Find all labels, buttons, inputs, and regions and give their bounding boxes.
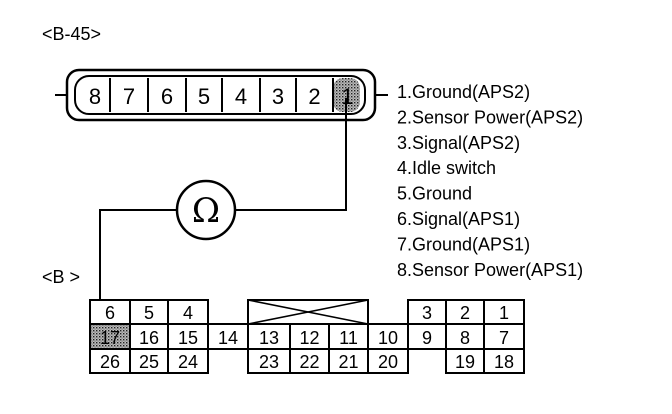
- connector-b-pin-1: 1: [499, 303, 509, 323]
- connector-b-cell-22: [289, 348, 330, 374]
- connector-b-pin-7: 7: [499, 328, 509, 348]
- connector-b-blank-block: [247, 299, 369, 325]
- connector-b-pin-17: 17: [100, 328, 120, 348]
- connector-b-pin-5: 5: [144, 303, 154, 323]
- legend-item: 7.Ground(APS1): [397, 234, 530, 254]
- meter-wiring: Ω: [99, 98, 347, 326]
- connector-b45-pin-4: 4: [235, 84, 247, 109]
- connector-b-cell-14: [207, 323, 249, 350]
- connector-b45-pin-5: 5: [198, 84, 210, 109]
- connector-b-cell-26: [89, 348, 131, 374]
- connector-b-cell-6: [89, 299, 131, 325]
- connector-b-pin-23: 23: [259, 352, 279, 372]
- legend-item: 5.Ground: [397, 184, 472, 204]
- connector-b-cell-15: [167, 323, 209, 350]
- connector-b-pin-22: 22: [299, 352, 319, 372]
- connector-b-pin-14: 14: [218, 328, 238, 348]
- connector-b45-pin-highlight: [333, 78, 360, 112]
- connector-b45-pin-7: 7: [123, 84, 135, 109]
- connector-b-pin-3: 3: [422, 303, 432, 323]
- connector-b45-pin-3: 3: [272, 84, 284, 109]
- connector-b-pin-11: 11: [339, 328, 358, 348]
- pin-legend: 1.Ground(APS2) 2.Sensor Power(APS2) 3.Sign…: [397, 82, 583, 280]
- ohm-symbol: Ω: [192, 191, 220, 231]
- connector-b-pin-19: 19: [455, 352, 475, 372]
- connector-b-pin-26: 26: [100, 352, 120, 372]
- connector-b-pin-12: 12: [299, 328, 319, 348]
- connector-b-cell-25: [129, 348, 169, 374]
- connector-b-cell-18: [483, 348, 525, 374]
- connector-b-cell-24: [167, 348, 209, 374]
- legend-item: 6.Signal(APS1): [397, 209, 520, 229]
- connector-b-label: <B >: [42, 267, 80, 287]
- connector-b45-label: <B-45>: [42, 24, 101, 44]
- legend-item: 2.Sensor Power(APS2): [397, 107, 583, 127]
- connector-b45-pin-6: 6: [161, 84, 173, 109]
- connector-b-pin-24: 24: [178, 352, 198, 372]
- ohmmeter-icon: [175, 179, 237, 241]
- connector-b-pin-15: 15: [178, 328, 198, 348]
- connector-b-pin-10: 10: [378, 328, 398, 348]
- connector-b-cell-20: [367, 348, 409, 374]
- connector-b-pin-16: 16: [139, 328, 159, 348]
- connector-b45-pin-2: 2: [308, 84, 320, 109]
- connector-b-pin-8: 8: [460, 328, 470, 348]
- connector-b-cell-10: [367, 323, 409, 350]
- connector-b-pin-20: 20: [378, 352, 398, 372]
- connector-b45-pin-1: 1: [341, 84, 353, 109]
- connector-b-pin-13: 13: [259, 328, 279, 348]
- connector-b-cell-19: [445, 348, 485, 374]
- connector-b-cell-4: [167, 299, 209, 325]
- connector-b-cell-17: [89, 323, 131, 350]
- connector-b-pin-25: 25: [139, 352, 159, 372]
- connector-b-pin-2: 2: [460, 303, 470, 323]
- connector-b-pin-4: 4: [183, 303, 193, 323]
- connector-b-pin-6: 6: [105, 303, 115, 323]
- connector-b-pin-18: 18: [494, 352, 514, 372]
- legend-item: 3.Signal(APS2): [397, 133, 520, 153]
- connector-b-pin-9: 9: [422, 328, 432, 348]
- legend-item: 8.Sensor Power(APS1): [397, 260, 583, 280]
- connector-b-pin-21: 21: [338, 352, 358, 372]
- legend-item: 1.Ground(APS2): [397, 82, 530, 102]
- legend-item: 4.Idle switch: [397, 158, 496, 178]
- connector-b45-pin-8: 8: [89, 84, 101, 109]
